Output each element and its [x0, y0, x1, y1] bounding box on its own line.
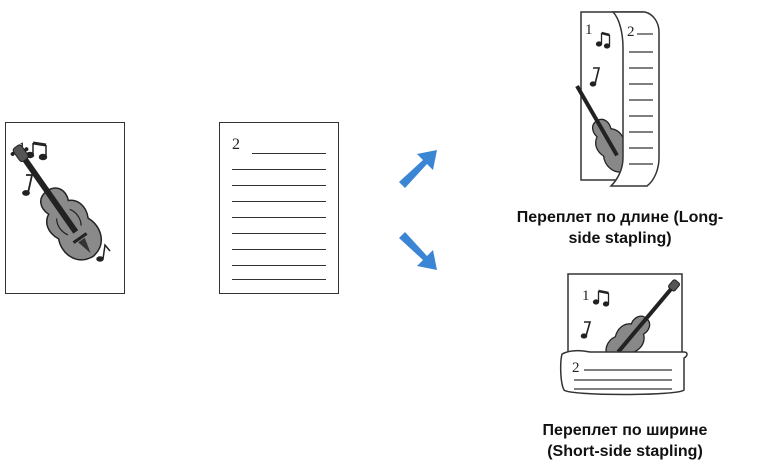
music-note-icon [580, 321, 592, 339]
caption-long-side: Переплет по длине (Long- side stapling) [470, 207, 770, 249]
text-line [232, 233, 326, 234]
text-line [232, 249, 326, 250]
text-line [232, 169, 326, 170]
arrow-down-right-icon [399, 232, 437, 270]
caption-long-line2: side stapling) [568, 230, 672, 247]
arrow-up-right-icon [399, 150, 437, 188]
music-note-icon [592, 289, 610, 307]
text-line [232, 217, 326, 218]
text-line [232, 279, 326, 280]
text-line [232, 185, 326, 186]
source-page-front: 1 [5, 122, 125, 294]
caption-short-line2: (Short-side stapling) [547, 443, 703, 460]
text-lines [629, 33, 653, 165]
caption-short-line1: Переплет по ширине [542, 422, 708, 439]
source-page-back: 2 [219, 122, 339, 294]
violin-illustration [10, 141, 111, 262]
text-line [232, 201, 326, 202]
page-number: 2 [627, 24, 635, 40]
text-line [232, 265, 326, 266]
page-number: 2 [232, 136, 240, 153]
music-note-icon [25, 141, 48, 161]
caption-short-side: Переплет по ширине (Short-side stapling) [475, 420, 771, 462]
text-line [252, 153, 326, 154]
music-note-icon [589, 67, 601, 87]
page-number: 1 [582, 288, 590, 304]
music-note-icon [595, 31, 611, 49]
result-short-side-booklet: 1 2 [559, 273, 688, 396]
page-number: 1 [585, 22, 593, 38]
page-number: 2 [572, 360, 580, 376]
music-note-icon [96, 243, 111, 262]
text-lines [574, 369, 672, 390]
music-note-icon [22, 174, 34, 196]
caption-long-line1: Переплет по длине (Long- [516, 209, 724, 226]
result-long-side-booklet: 1 2 [575, 11, 660, 187]
